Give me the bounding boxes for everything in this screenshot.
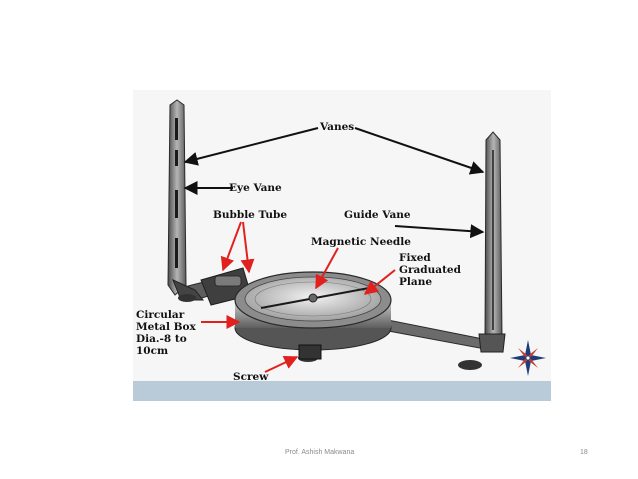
label-screw: Screw bbox=[233, 371, 269, 383]
eye-vane-slit-2 bbox=[175, 150, 178, 166]
label-bubble-tube: Bubble Tube bbox=[213, 209, 287, 221]
footer-author: Prof. Ashish Makwana bbox=[285, 449, 354, 456]
screw bbox=[299, 345, 321, 359]
label-eye-vane: Eye Vane bbox=[229, 182, 282, 194]
label-magnetic-needle: Magnetic Needle bbox=[311, 236, 411, 248]
eye-vane-slit-1 bbox=[175, 118, 178, 140]
label-circular-box-4: 10cm bbox=[136, 345, 168, 357]
label-circular-box-1: Circular bbox=[136, 309, 185, 321]
label-guide-vane: Guide Vane bbox=[344, 209, 411, 221]
bubble-tube-glass bbox=[215, 276, 241, 286]
label-fixed-plane-1: Fixed bbox=[399, 252, 431, 264]
label-circular-box-3: Dia.-8 to bbox=[136, 333, 187, 345]
label-circular-box-2: Metal Box bbox=[136, 321, 196, 333]
label-fixed-plane-2: Graduated bbox=[399, 264, 462, 276]
prismatic-compass-figure: Vanes Eye Vane Bubble Tube Guide Vane Ma… bbox=[133, 90, 551, 401]
eye-vane-slit-4 bbox=[175, 238, 178, 268]
guide-vane-hinge bbox=[479, 334, 505, 352]
needle-pivot bbox=[309, 294, 317, 302]
eye-vane-slit-3 bbox=[175, 190, 178, 218]
figure-bottom-band bbox=[133, 381, 551, 401]
label-vanes: Vanes bbox=[319, 121, 354, 133]
label-fixed-plane-3: Plane bbox=[399, 276, 432, 288]
page-number: 18 bbox=[580, 449, 588, 456]
foot-right bbox=[458, 360, 482, 370]
foot-left bbox=[178, 294, 196, 302]
